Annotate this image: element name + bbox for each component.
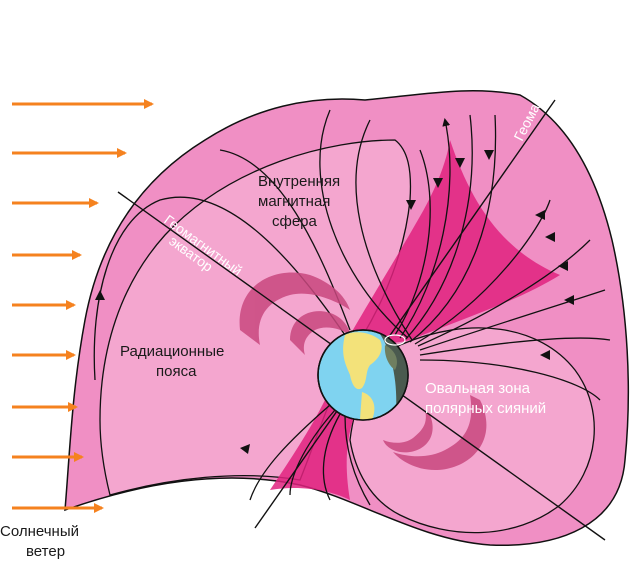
- solar-wind-label-1: Солнечный: [0, 523, 79, 540]
- inner-sphere-label-2: магнитная: [258, 193, 330, 210]
- inner-sphere-label-3: сфера: [272, 213, 318, 230]
- aurora-label-2: полярных сияний: [425, 400, 546, 417]
- aurora-label-1: Овальная зона: [425, 380, 531, 397]
- radiation-label-2: пояса: [156, 363, 197, 380]
- inner-sphere-label-1: Внутренняя: [258, 173, 340, 190]
- solar-wind-label-2: ветер: [26, 543, 65, 560]
- radiation-label-1: Радиационные: [120, 343, 224, 360]
